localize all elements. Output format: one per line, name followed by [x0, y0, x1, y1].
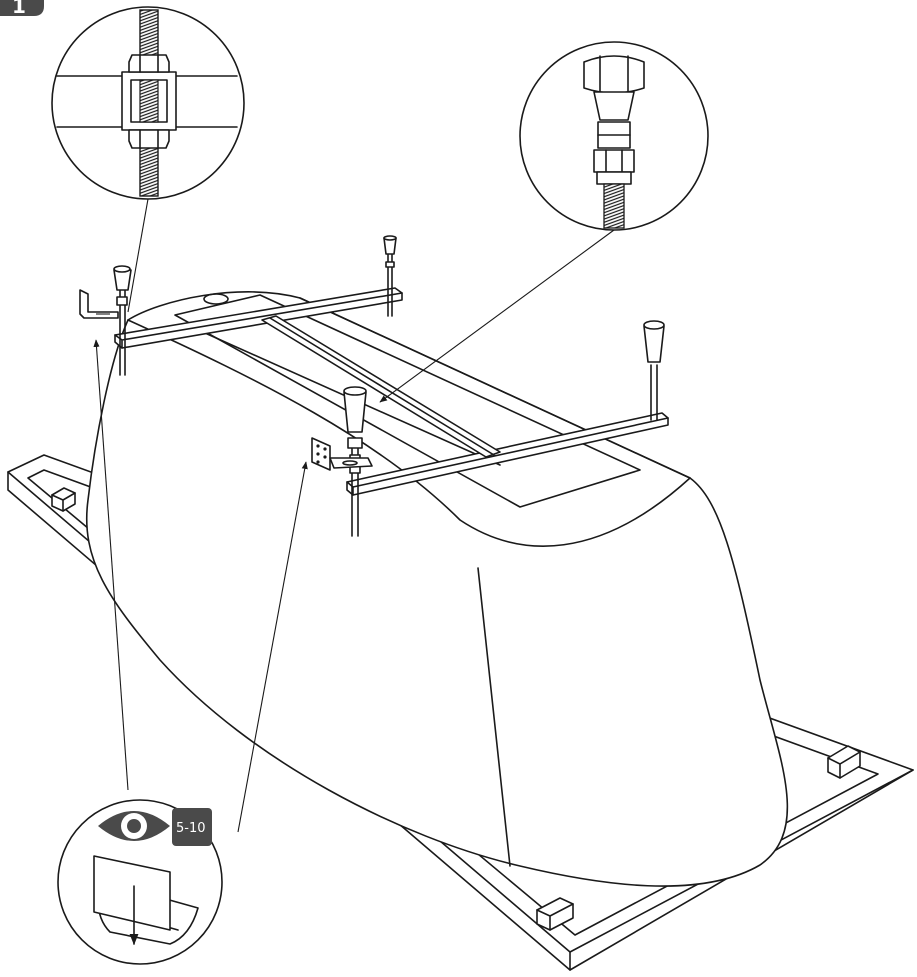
step-number: 1 — [12, 0, 26, 18]
eye-icon — [98, 811, 170, 841]
support-block — [536, 897, 574, 931]
adjustable-leg — [643, 320, 665, 421]
detail-view-badge-text: 5-10 — [176, 821, 206, 836]
support-block — [51, 487, 76, 512]
badge-5-10: 5-10 — [172, 808, 212, 846]
bathtub — [86, 291, 789, 887]
support-frame — [114, 287, 669, 496]
adjustable-leg — [113, 265, 132, 376]
support-block — [827, 745, 861, 779]
mounting-bracket — [79, 289, 119, 319]
detail-circle-inspection: 5-10 — [57, 799, 223, 965]
mounting-bracket — [311, 437, 373, 471]
leader-lines — [93, 198, 615, 833]
detail-circle-leg-nut — [519, 41, 709, 231]
detail-circle-rod-nut — [51, 6, 245, 200]
adjustable-leg — [383, 235, 397, 317]
step-badge: 1 — [0, 0, 44, 18]
